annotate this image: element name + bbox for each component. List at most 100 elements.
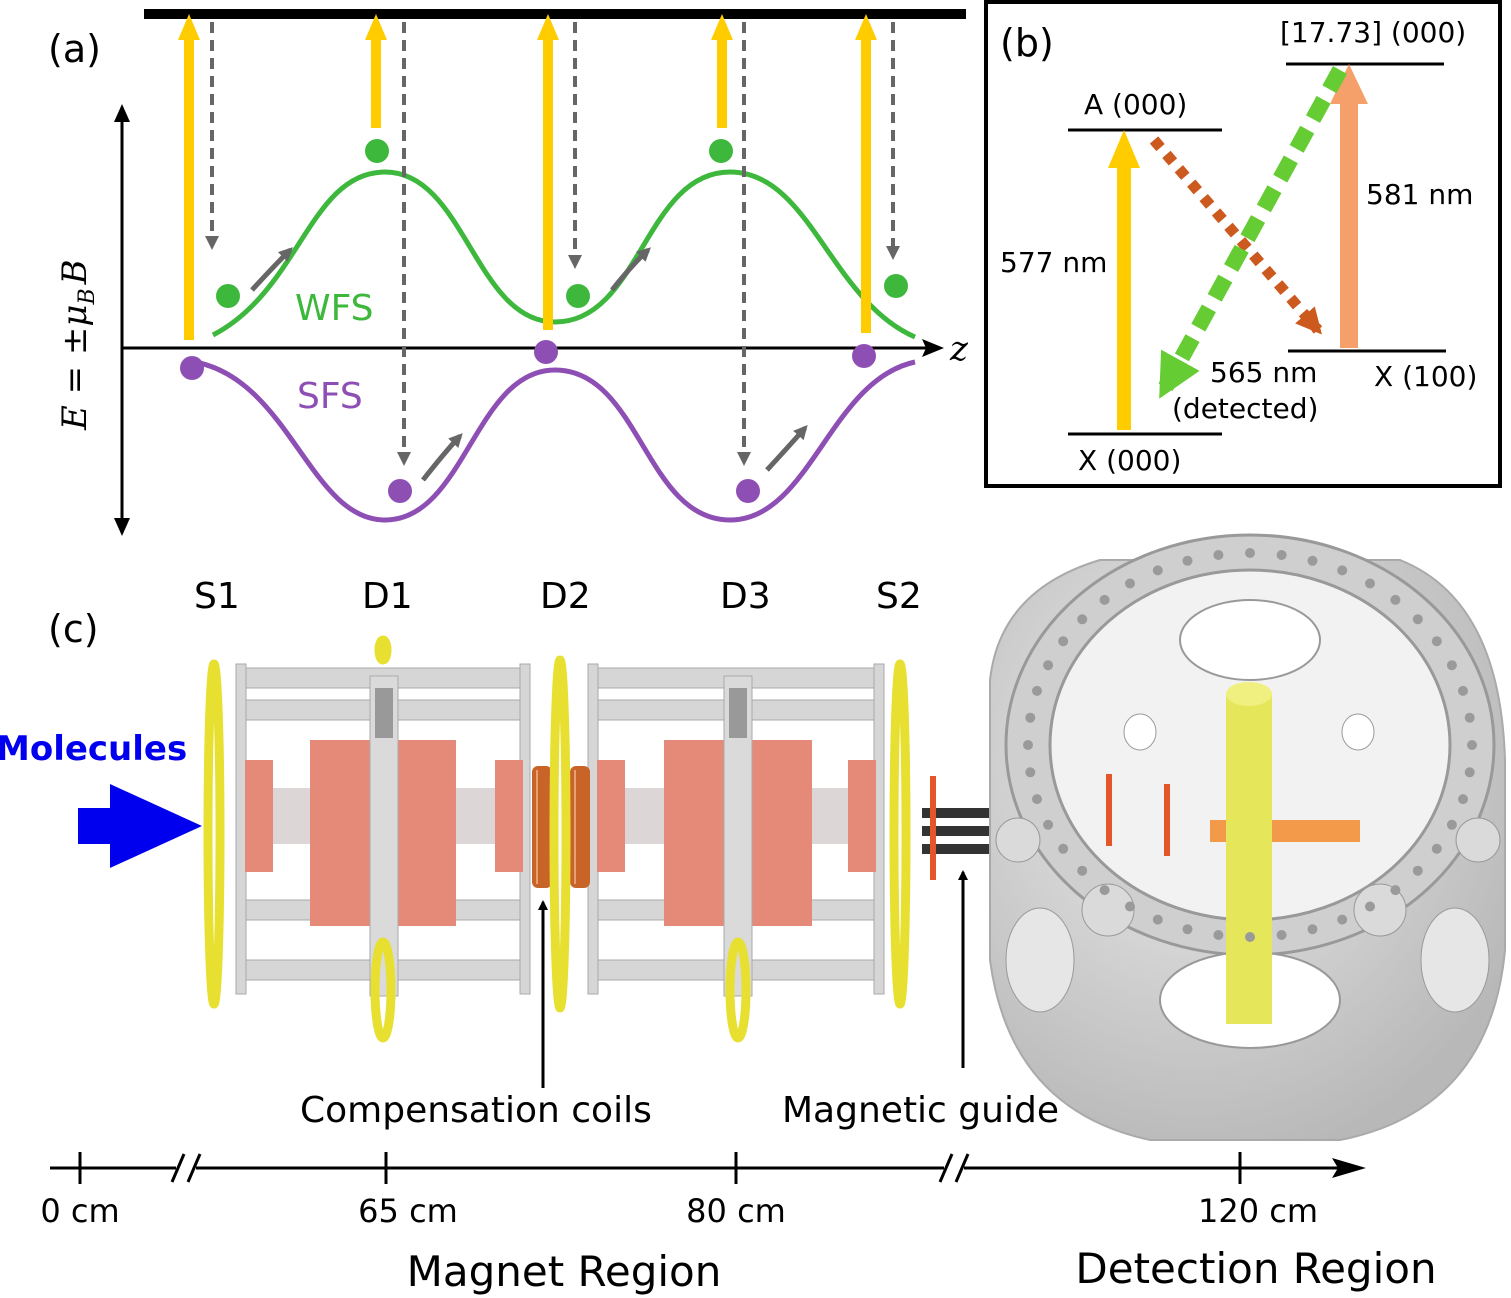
sfs-molecule	[388, 479, 412, 503]
compensation-label: Compensation coils	[300, 1090, 652, 1131]
panel-c: (c) S1 D1 D2 D3 S2 Molecules	[0, 533, 1506, 1141]
pump-arrow-head-icon	[365, 14, 387, 40]
bolt-hole	[1412, 865, 1423, 876]
chamber-flange-orange	[1106, 774, 1112, 846]
motion-arrows	[250, 247, 808, 482]
wfs-molecule	[216, 284, 240, 308]
stage-label-s2: S2	[876, 576, 922, 617]
repump-581-arrow-head-icon	[1330, 64, 1368, 104]
stage-label-d1: D1	[362, 576, 413, 617]
magnet-block	[245, 760, 273, 872]
detection-region-label: Detection Region	[1075, 1244, 1436, 1293]
magnet-assembly-2	[587, 663, 885, 997]
bolt-hole	[1458, 685, 1468, 696]
detected-565-arrow	[1156, 66, 1348, 399]
lower-side-port	[1420, 907, 1490, 1013]
motion-arrow-icon	[421, 433, 463, 482]
pump-577-arrow-head-icon	[1108, 130, 1140, 168]
yellow-coils	[203, 635, 911, 1043]
pump-arrow-head-icon	[537, 14, 559, 40]
bolt-hole	[1125, 578, 1135, 589]
bolt-hole	[1023, 740, 1033, 750]
wfs-molecule	[566, 284, 590, 308]
magnet-block	[597, 760, 625, 872]
bolt-hole	[1365, 578, 1375, 589]
bolt-hole	[1307, 924, 1318, 935]
detector-rod-top	[1226, 682, 1272, 706]
magnet-block	[495, 760, 523, 872]
distance-axis: 0 cm 65 cm 80 cm 120 cm Magnet Region De…	[40, 1152, 1437, 1296]
sfs-label: SFS	[297, 376, 363, 417]
coil-d2	[549, 655, 571, 1013]
bolt-hole	[1337, 565, 1348, 576]
excited-state-line	[144, 9, 966, 19]
energy-axis-arrow-up-icon	[114, 104, 130, 122]
motion-arrow-icon	[250, 247, 293, 292]
guide-label: Magnetic guide	[782, 1090, 1059, 1131]
small-port	[1455, 817, 1501, 863]
bolt-hole	[1446, 819, 1457, 830]
motion-arrow-icon	[765, 425, 808, 472]
bolt-hole	[1276, 930, 1287, 940]
bolt-hole	[1043, 819, 1054, 830]
bolt-hole	[1032, 794, 1042, 805]
coil-s1	[203, 659, 225, 1009]
bolt-hole	[1337, 914, 1348, 925]
decay-to-vib-arrow	[1149, 136, 1323, 335]
bolt-hole	[1152, 914, 1163, 925]
magnet-block	[310, 740, 370, 926]
guide-flange	[930, 776, 936, 880]
bolt-hole	[1446, 660, 1457, 671]
sfs-molecule	[852, 344, 876, 368]
magnet-block	[752, 740, 812, 926]
magnet-block	[848, 760, 876, 872]
bolt-hole	[1099, 885, 1110, 896]
coil-d3-bottom	[725, 937, 751, 1043]
level-top-right-label: [17.73] (000)	[1280, 16, 1466, 49]
bolt-hole	[1058, 843, 1069, 854]
bolt-hole	[1043, 660, 1054, 671]
distance-axis-arrow-icon	[1332, 1158, 1366, 1178]
pump-arrows	[178, 14, 877, 340]
repump-581-label: 581 nm	[1366, 178, 1473, 211]
bolt-hole	[1276, 550, 1287, 560]
detected-note: (detected)	[1172, 392, 1318, 425]
bolt-hole	[1431, 636, 1442, 647]
coil-d1-bottom	[370, 937, 396, 1043]
small-port	[1081, 883, 1135, 937]
side-port	[1123, 713, 1157, 751]
pump-arrow-head-icon	[855, 14, 877, 40]
small-port	[1353, 883, 1407, 937]
sfs-potential-curve	[194, 359, 916, 523]
panel-b: (b) [17.73] (000) A (000) X (000) X (100…	[984, 0, 1502, 488]
chamber-flange-orange	[1164, 784, 1170, 856]
copper-coil	[532, 766, 552, 888]
detected-565-label: 565 nm	[1210, 356, 1317, 389]
wfs-potential-curve	[211, 169, 917, 340]
tick-label-80: 80 cm	[686, 1192, 786, 1230]
z-axis-arrow-icon	[922, 339, 944, 357]
bolt-hole	[1182, 555, 1193, 566]
bolt-hole	[1032, 685, 1042, 696]
magnet-block	[664, 740, 724, 926]
bolt-hole	[1025, 712, 1036, 723]
coil-s2	[889, 659, 911, 1009]
bolt-hole	[1213, 930, 1224, 940]
bolt-hole	[1099, 594, 1110, 605]
stage-label-d2: D2	[540, 576, 591, 617]
pump-arrow-head-icon	[711, 14, 733, 40]
center-slot	[729, 688, 747, 738]
decay-arrows	[205, 22, 900, 466]
bolt-hole	[1464, 767, 1475, 778]
panel-b-tag: (b)	[1000, 21, 1054, 65]
panel-a: (a) E = ±μBB z WFS SFS	[48, 9, 969, 536]
stage-label-s1: S1	[194, 576, 240, 617]
bolt-hole	[1412, 614, 1423, 625]
magnet-block	[396, 740, 456, 926]
axis-break-mark	[938, 1153, 954, 1183]
panel-a-tag: (a)	[48, 27, 101, 71]
wfs-molecule	[884, 274, 908, 298]
energy-axis-arrow-down-icon	[114, 518, 130, 536]
wfs-molecules	[216, 139, 908, 308]
